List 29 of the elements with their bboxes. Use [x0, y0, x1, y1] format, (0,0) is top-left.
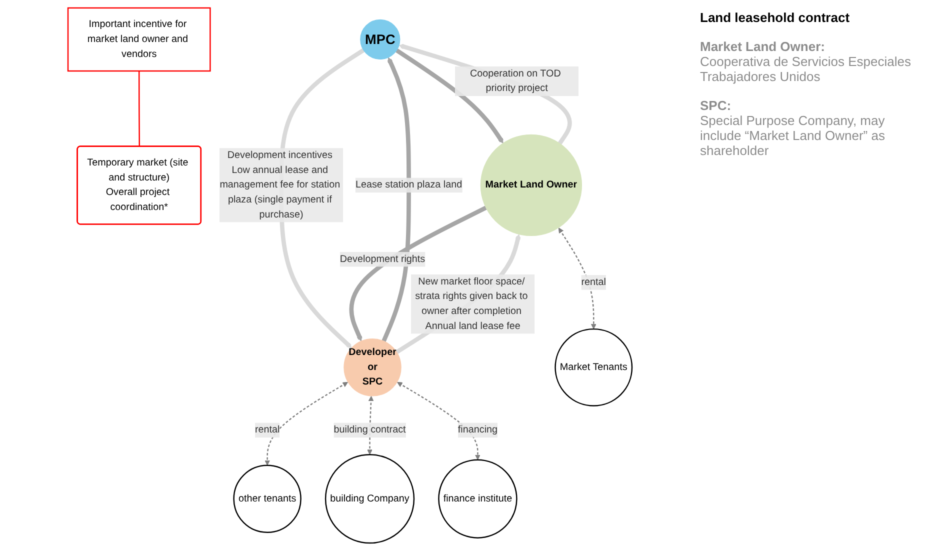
- note-heading: Market Land Owner:: [700, 39, 826, 54]
- node-circle: Market Land Owner: [480, 134, 582, 236]
- note-text: Cooperativa de Servicios Especiales Trabajadores Unidos: [700, 54, 912, 84]
- node-circle: finance institute: [438, 459, 518, 538]
- arrow: [349, 206, 487, 342]
- edge-label: Development incentives Low annual lease and management fee for station plaza (single payment if purchase): [220, 150, 340, 220]
- connector: [138, 71, 140, 147]
- note-text: Special Purpose Company, may include “Market Land Owner” as shareholder: [700, 113, 886, 158]
- edge-label: building contract: [334, 424, 406, 436]
- contract-label: Land leasehold contract: [700, 10, 851, 25]
- node-circle: MPC: [360, 19, 400, 60]
- arrow: [395, 48, 504, 144]
- arrow: [558, 228, 596, 330]
- node-circle: other tenants: [233, 464, 302, 533]
- arrow: [264, 382, 348, 466]
- note-heading: SPC:: [700, 98, 732, 113]
- edge-label: Cooperation on TOD priority project: [470, 68, 561, 94]
- edge-label: rental: [254, 424, 280, 436]
- arrow: [382, 57, 411, 342]
- edge-label: New market floor space/ strata rights given back to owner after completion Annual land lease fee: [415, 276, 528, 332]
- node-circle: Market Tenants: [554, 328, 633, 406]
- edge-label: Development rights: [340, 254, 426, 264]
- edge-label: rental: [581, 276, 606, 288]
- edge-label: Lease station plaza land: [355, 180, 462, 190]
- node-circle: building Company: [324, 454, 415, 544]
- arrow: [397, 382, 480, 460]
- node-circle: Developer or SPC: [344, 338, 402, 396]
- edge-label: financing: [458, 424, 498, 436]
- node-box: Important incentive for market land owner and vendors: [67, 7, 211, 72]
